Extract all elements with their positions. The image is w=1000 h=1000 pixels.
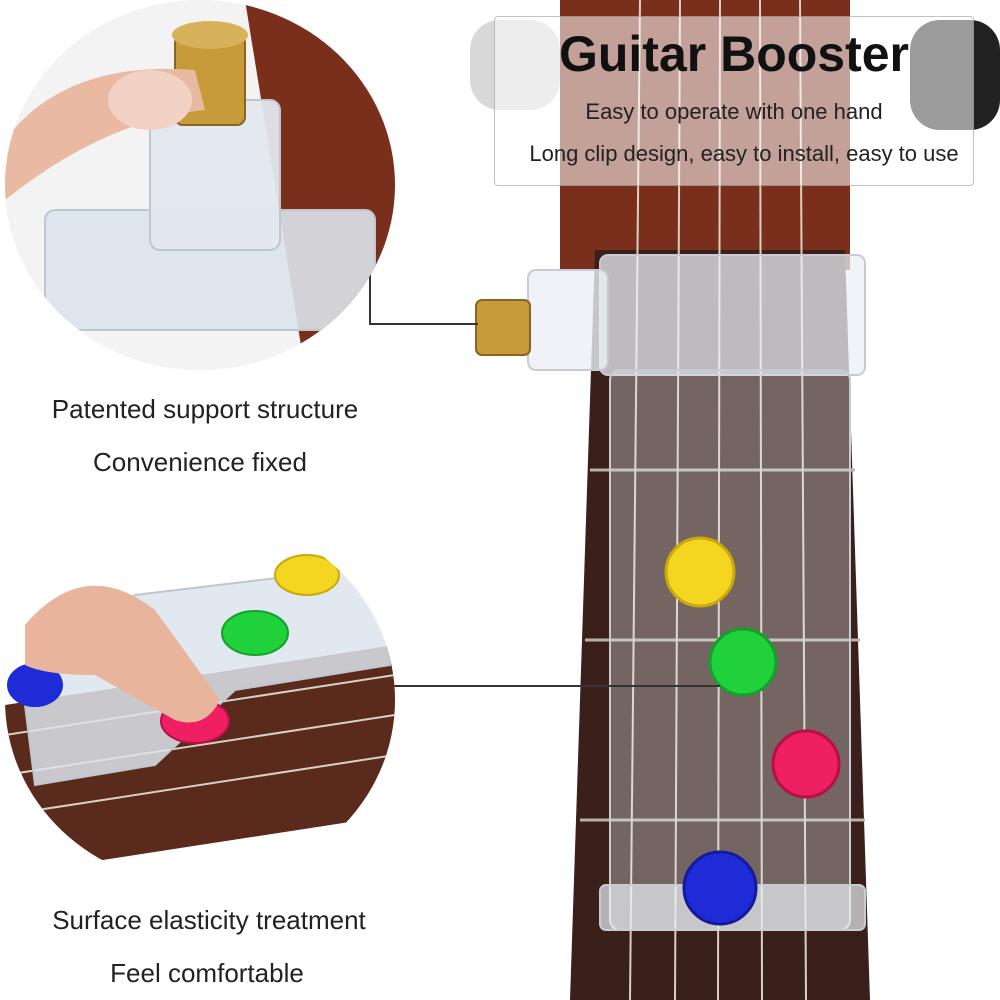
yellow-button [664,536,736,608]
feature-line-2: Long clip design, easy to install, easy … [529,141,959,166]
callout-top-line-2: Convenience fixed [93,447,307,477]
fretboard [570,250,870,1000]
brass-screw [475,299,531,356]
callout-bottom-line-1: Surface elasticity treatment [52,905,366,935]
callout-bottom-line-2: Feel comfortable [110,958,304,988]
detail-circle-screw [5,0,395,370]
product-title: Guitar Booster [558,26,910,82]
device-clamp [599,254,866,376]
title-box: Guitar Booster Easy to operate with one … [494,16,974,186]
blue-button [682,850,758,926]
connector-line-top [369,240,478,325]
callout-top-line-1: Patented support structure [51,394,359,424]
feature-line-1: Easy to operate with one hand [585,99,883,124]
detail-circle-buttons [5,515,395,885]
pink-button [771,729,841,799]
green-button [708,627,778,697]
